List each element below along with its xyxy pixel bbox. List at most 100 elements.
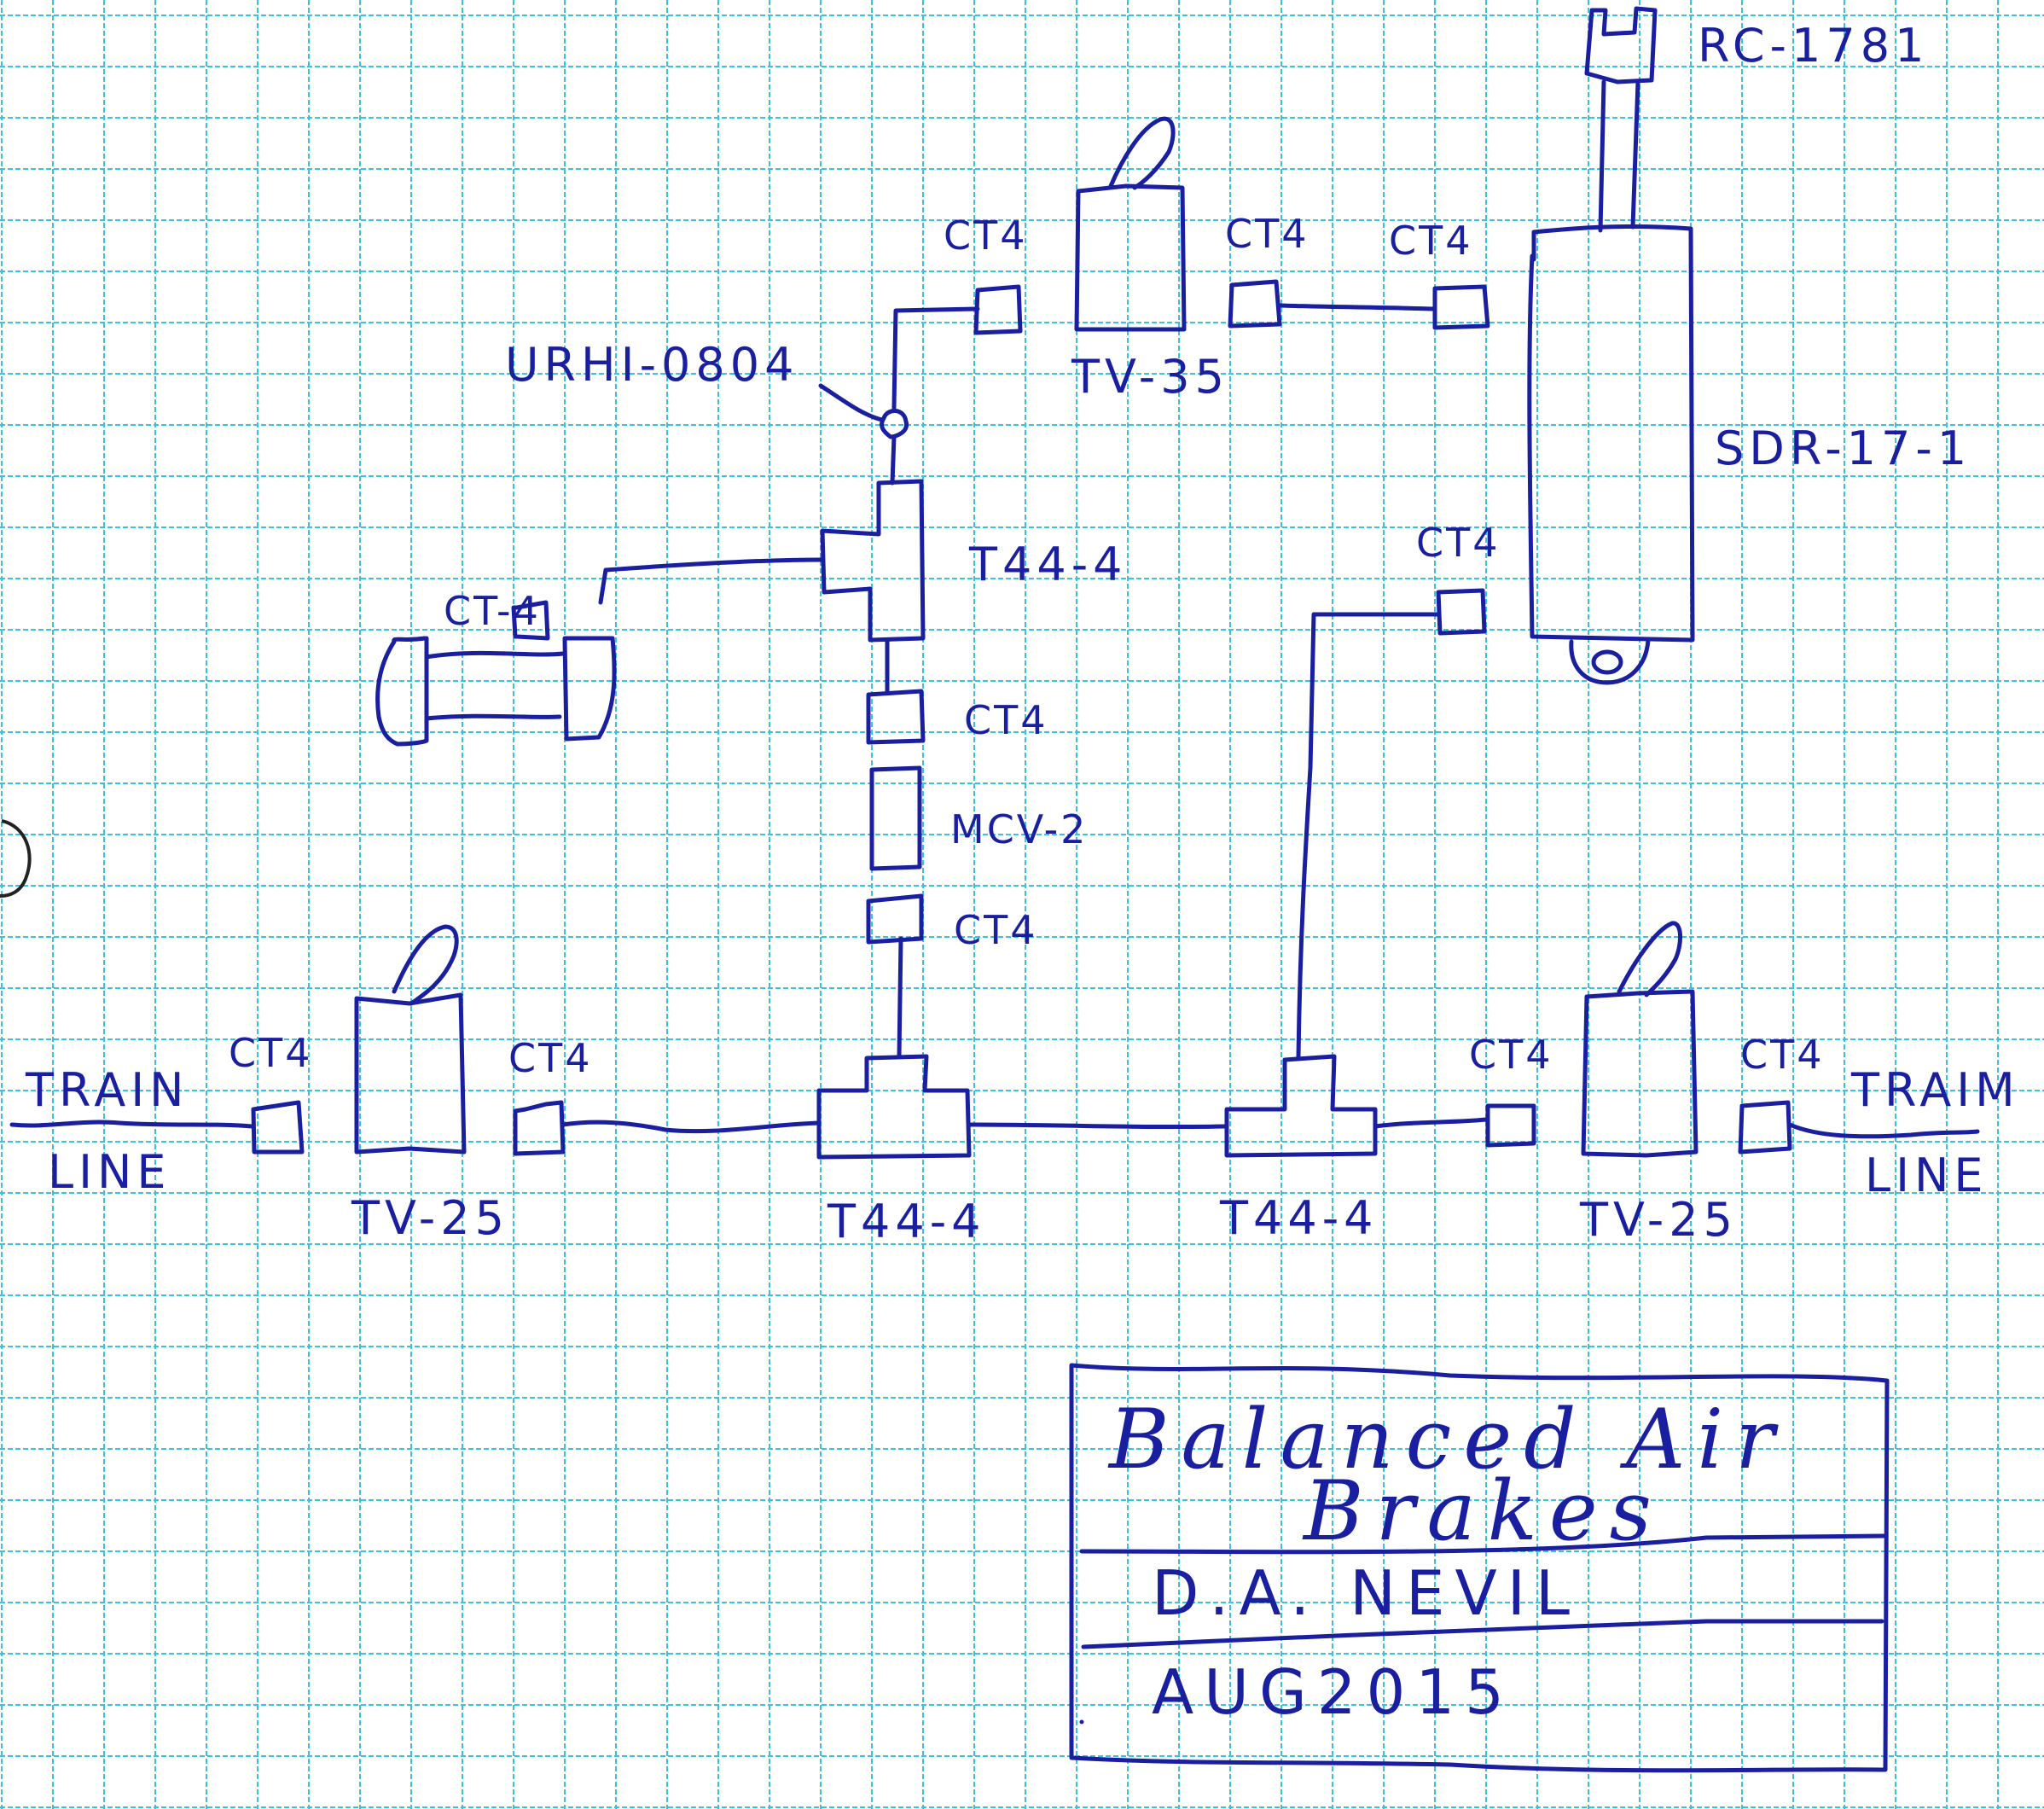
pipe-ct4-top <box>1277 303 1436 311</box>
pipe-t44-to-reservoir <box>598 557 825 605</box>
tv25-handle <box>392 924 459 1006</box>
tee-t44-bottom-right: T44-4 <box>1219 1054 1379 1245</box>
tv25-left-label: TV-25 <box>351 1191 509 1245</box>
reservoir-left-cap <box>375 636 429 747</box>
pipe-sdr-to-t44 <box>1296 612 1441 1059</box>
title-divider-2 <box>1081 1619 1884 1649</box>
ct4-left-1-label: CT4 <box>229 1030 312 1076</box>
urhi-label: URHI-0804 <box>505 338 799 392</box>
ct4-box <box>513 1100 566 1156</box>
ct4-top-1-label: CT4 <box>944 212 1027 259</box>
reservoir-body <box>424 650 566 721</box>
tee-body <box>1224 1054 1378 1158</box>
train-line-right-label-2: LINE <box>1865 1149 1989 1202</box>
rc1781-stem <box>1598 79 1640 233</box>
tv25-right-label: TV-25 <box>1579 1193 1738 1247</box>
train-line-left-label-2: LINE <box>48 1145 171 1199</box>
ct4-top-2-label: CT4 <box>1225 211 1309 257</box>
coupling-ct4-top-2: CT4 <box>1225 211 1309 329</box>
pipe-vertical-lower <box>897 936 903 1059</box>
cylinder-sdr-17-1: SDR-17-1 <box>1527 224 1971 685</box>
t44-bottom-left-label: T44-4 <box>827 1195 986 1248</box>
rc1781-body <box>1584 6 1658 84</box>
ct4-box <box>1432 284 1490 330</box>
title-block-frame <box>1069 1363 1890 1773</box>
drawing-title-line-2: Brakes <box>1302 1463 1664 1559</box>
ct4-box <box>1485 1103 1536 1148</box>
mcv2-body <box>869 765 922 871</box>
coupling-ct4-top-1: CT4 <box>944 212 1027 335</box>
tv35-label: TV-35 <box>1071 350 1229 404</box>
sdr-label: SDR-17-1 <box>1715 422 1971 475</box>
ct4-box <box>1738 1100 1792 1155</box>
train-line-right-label-1: TRAIM <box>1850 1063 2020 1117</box>
ct4-box <box>866 689 926 745</box>
train-line-right-pipe <box>1787 1122 1980 1139</box>
tee-body <box>820 479 926 643</box>
ct4-reservoir-label: CT-4 <box>444 588 541 634</box>
tv25-handle <box>1617 921 1682 998</box>
reservoir-right-cap <box>562 636 617 742</box>
train-line-right: TRAIM LINE <box>1787 1063 2020 1202</box>
sdr-foot <box>1569 637 1651 685</box>
drawing-title-line-1: Balanced Air <box>1107 1392 1786 1487</box>
pipe-ct4-to-t44 <box>560 1120 822 1134</box>
tee-t44-upper: T44-4 <box>820 479 1128 643</box>
punch-hole-mark <box>0 819 32 898</box>
ct4-box <box>866 893 924 945</box>
coupling-ct4-top-3: CT4 <box>1389 218 1490 330</box>
valve-tv25-left: TV-25 <box>351 924 509 1245</box>
tee-body <box>816 1054 972 1160</box>
tee-t44-bottom-left: T44-4 <box>816 1054 986 1248</box>
t44-bottom-right-label: T44-4 <box>1219 1191 1379 1245</box>
ct4-sdr-lower-label: CT4 <box>1416 520 1500 566</box>
coupling-ct4-lower-mcv: CT4 <box>866 893 1037 953</box>
valve-mcv2: MCV-2 <box>869 765 1088 871</box>
ct4-upper-mcv-label: CT4 <box>964 697 1048 743</box>
train-line-left-label-1: TRAIN <box>25 1063 189 1117</box>
sdr-body <box>1527 224 1695 643</box>
coupling-ct4-left-2: CT4 <box>508 1035 592 1156</box>
air-reservoir <box>375 636 617 747</box>
ct4-box <box>973 284 1023 335</box>
coupling-ct4-sdr-lower: CT4 <box>1416 520 1500 636</box>
title-divider-1 <box>1079 1533 1886 1725</box>
fitting-urhi-0804: URHI-0804 <box>505 338 909 439</box>
pipe-vertical-upper <box>890 306 980 486</box>
ct4-box <box>1436 588 1487 636</box>
ct4-top-3-label: CT4 <box>1389 218 1472 264</box>
coupling-ct4-right-2: CT4 <box>1738 1032 1824 1155</box>
valve-tv35: TV-35 <box>1071 116 1229 404</box>
pipe-t44-to-t44 <box>967 1122 1228 1130</box>
coupling-ct4-reservoir: CT-4 <box>444 588 550 641</box>
tv25-body <box>354 992 467 1155</box>
train-line-left: TRAIN LINE <box>9 1063 254 1199</box>
tv35-body <box>1074 183 1187 332</box>
ct4-right-1-label: CT4 <box>1469 1032 1553 1078</box>
ct4-box <box>511 600 550 641</box>
title-block: Balanced Air Brakes D.A. NEVIL AUG2015 <box>1069 1363 1890 1773</box>
ct4-lower-mcv-label: CT4 <box>954 907 1037 953</box>
ct4-right-2-label: CT4 <box>1740 1032 1824 1078</box>
ct4-box <box>251 1100 305 1155</box>
t44-upper-label: T44-4 <box>968 538 1128 591</box>
mcv2-label: MCV-2 <box>950 806 1088 852</box>
coupling-ct4-right-1: CT4 <box>1469 1032 1553 1148</box>
rc1781-label: RC-1781 <box>1698 19 1929 73</box>
urhi-circle <box>880 409 909 439</box>
tv25-body <box>1581 989 1698 1158</box>
fitting-rc-1781: RC-1781 <box>1584 6 1929 233</box>
tv35-handle <box>1108 116 1176 190</box>
ct4-left-2-label: CT4 <box>508 1035 592 1081</box>
valve-tv25-right: TV-25 <box>1579 921 1738 1247</box>
drawing-author: D.A. NEVIL <box>1152 1557 1580 1629</box>
coupling-ct4-upper-mcv: CT4 <box>866 689 1048 745</box>
drawing-date: AUG2015 <box>1152 1656 1514 1728</box>
pipe-t44-to-ct4-right <box>1373 1117 1489 1129</box>
coupling-ct4-left-1: CT4 <box>229 1030 312 1155</box>
ct4-box <box>1228 279 1282 329</box>
urhi-leader <box>818 383 885 422</box>
